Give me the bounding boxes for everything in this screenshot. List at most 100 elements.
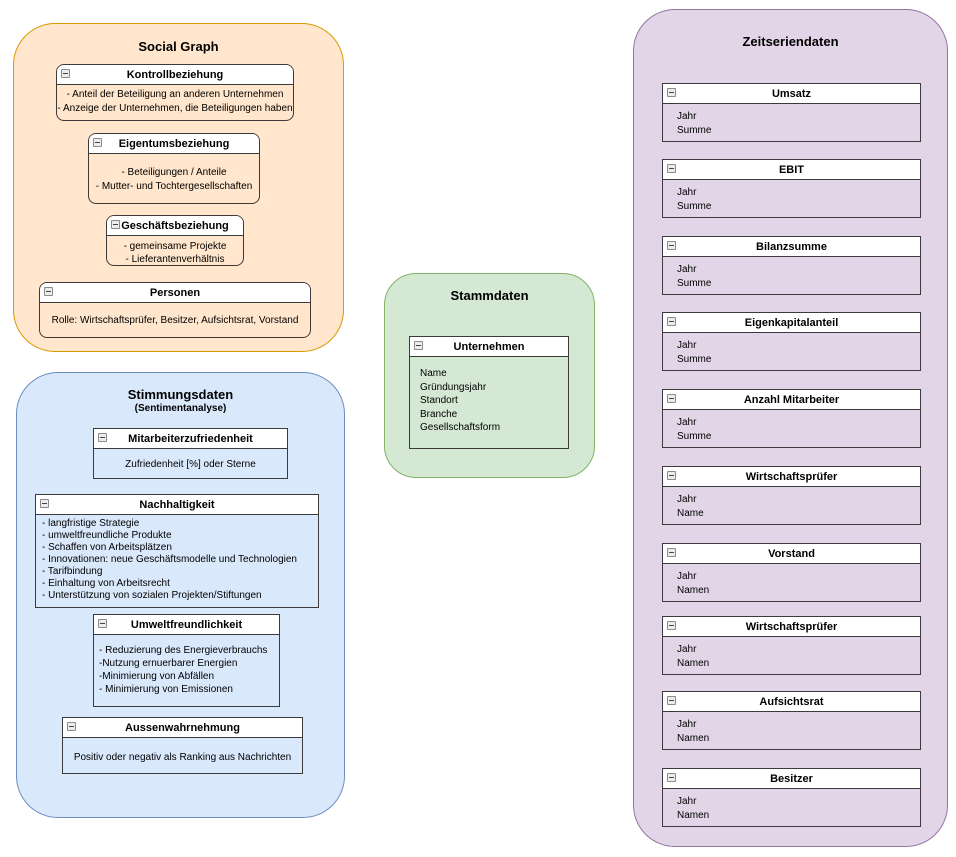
collapse-icon[interactable] [667,164,676,173]
node-body: Jahr Namen [677,571,710,596]
node-header: Mitarbeiterzufriedenheit [94,429,287,449]
node-header: Eigenkapitalanteil [663,313,920,333]
node-title: Bilanzsumme [756,240,827,253]
node-unternehmen[interactable]: Unternehmen Name Gründungsjahr Standort … [409,336,569,449]
node-header: Umweltfreundlichkeit [94,615,279,635]
node-body: Rolle: Wirtschaftsprüfer, Besitzer, Aufs… [51,315,299,326]
node-title: Kontrollbeziehung [126,68,224,81]
node-title: Eigentumsbeziehung [118,137,230,150]
node-kontrollbeziehung[interactable]: Kontrollbeziehung - Anteil der Beteiligu… [56,64,294,121]
node-title: Vorstand [768,547,815,560]
container-stammdaten[interactable]: Stammdaten Unternehmen Name Gründungsjah… [384,273,595,478]
node-body: Jahr Namen [677,719,710,744]
node-title: Nachhaltigkeit [139,498,215,511]
container-stimmungsdaten[interactable]: Stimmungsdaten (Sentimentanalyse) Mitarb… [16,372,345,818]
node-ebit[interactable]: EBIT Jahr Summe [662,159,921,218]
node-title: Wirtschaftsprüfer [745,470,838,483]
node-title: Aufsichtsrat [759,695,824,708]
node-header: Unternehmen [410,337,568,357]
collapse-icon[interactable] [93,138,102,147]
collapse-icon[interactable] [67,722,76,731]
collapse-icon[interactable] [667,317,676,326]
collapse-icon[interactable] [667,471,676,480]
collapse-icon[interactable] [667,394,676,403]
node-wirtschaftspruefer-1[interactable]: Wirtschaftsprüfer Jahr Name [662,466,921,525]
node-body: Jahr Summe [677,187,712,212]
node-title: Mitarbeiterzufriedenheit [128,432,253,445]
node-body: Jahr Summe [677,340,712,365]
node-header: Vorstand [663,544,920,564]
container-social-graph[interactable]: Social Graph Kontrollbeziehung - Anteil … [13,23,344,352]
collapse-icon[interactable] [111,220,120,229]
node-body: Zufriedenheit [%] oder Sterne [125,459,256,470]
collapse-icon[interactable] [667,88,676,97]
node-body: - Beteiligungen / Anteile - Mutter- und … [95,167,253,192]
container-title: Stimmungsdaten [127,387,234,402]
node-title: Wirtschaftsprüfer [745,620,838,633]
node-body: Jahr Namen [677,644,710,669]
node-header: Bilanzsumme [663,237,920,257]
node-header: EBIT [663,160,920,180]
node-umweltfreundlichkeit[interactable]: Umweltfreundlichkeit - Reduzierung des E… [93,614,280,707]
node-header: Aussenwahrnehmung [63,718,302,738]
node-header: Kontrollbeziehung [57,65,293,85]
node-body: - gemeinsame Projekte - Lieferantenverhä… [123,241,227,265]
node-body: - langfristige Strategie - umweltfreundl… [42,518,297,601]
node-title: Besitzer [770,772,813,785]
node-aufsichtsrat[interactable]: Aufsichtsrat Jahr Namen [662,691,921,750]
node-title: Aussenwahrnehmung [125,721,240,734]
collapse-icon[interactable] [667,621,676,630]
collapse-icon[interactable] [667,696,676,705]
node-title: EBIT [778,163,805,176]
node-body: Jahr Summe [677,111,712,136]
node-body: - Reduzierung des Energieverbrauchs -Nut… [99,645,268,695]
collapse-icon[interactable] [44,287,53,296]
container-title: Zeitseriendaten [742,34,839,49]
collapse-icon[interactable] [40,499,49,508]
node-bilanzsumme[interactable]: Bilanzsumme Jahr Summe [662,236,921,295]
collapse-icon[interactable] [414,341,423,350]
node-eigenkapitalanteil[interactable]: Eigenkapitalanteil Jahr Summe [662,312,921,371]
node-nachhaltigkeit[interactable]: Nachhaltigkeit - langfristige Strategie … [35,494,319,608]
node-body: Jahr Summe [677,264,712,289]
node-anzahl-mitarbeiter[interactable]: Anzahl Mitarbeiter Jahr Summe [662,389,921,448]
node-title: Anzahl Mitarbeiter [743,393,840,406]
collapse-icon[interactable] [61,69,70,78]
node-body: Name Gründungsjahr Standort Branche Gese… [420,368,501,433]
node-eigentumsbeziehung[interactable]: Eigentumsbeziehung - Beteiligungen / Ant… [88,133,260,204]
node-besitzer[interactable]: Besitzer Jahr Namen [662,768,921,827]
node-header: Wirtschaftsprüfer [663,617,920,637]
node-geschaeftsbeziehung[interactable]: Geschäftsbeziehung - gemeinsame Projekte… [106,215,244,266]
node-vorstand[interactable]: Vorstand Jahr Namen [662,543,921,602]
node-header: Nachhaltigkeit [36,495,318,515]
node-mitarbeiterzufriedenheit[interactable]: Mitarbeiterzufriedenheit Zufriedenheit [… [93,428,288,479]
node-header: Aufsichtsrat [663,692,920,712]
node-title: Geschäftsbeziehung [121,219,229,232]
node-title: Umsatz [771,87,812,100]
node-header: Umsatz [663,84,920,104]
container-title: Stammdaten [450,288,529,303]
container-subtitle: (Sentimentanalyse) [134,403,227,414]
node-header: Wirtschaftsprüfer [663,467,920,487]
node-body: Positiv oder negativ als Ranking aus Nac… [73,752,292,763]
container-zeitseriendaten[interactable]: Zeitseriendaten Umsatz Jahr Summe EBIT J… [633,9,948,847]
node-header: Besitzer [663,769,920,789]
node-body: Jahr Namen [677,796,710,821]
collapse-icon[interactable] [667,773,676,782]
container-title: Social Graph [138,39,219,54]
node-title: Personen [149,286,201,299]
collapse-icon[interactable] [98,433,107,442]
node-header: Personen [40,283,310,303]
collapse-icon[interactable] [667,241,676,250]
node-umsatz[interactable]: Umsatz Jahr Summe [662,83,921,142]
node-header: Eigentumsbeziehung [89,134,259,154]
node-title: Eigenkapitalanteil [744,316,839,329]
node-body: - Anteil der Beteiligung an anderen Unte… [57,89,293,114]
node-wirtschaftspruefer-2[interactable]: Wirtschaftsprüfer Jahr Namen [662,616,921,675]
collapse-icon[interactable] [667,548,676,557]
node-body: Jahr Summe [677,417,712,442]
collapse-icon[interactable] [98,619,107,628]
node-personen[interactable]: Personen Rolle: Wirtschaftsprüfer, Besit… [39,282,311,338]
node-aussenwahrnehmung[interactable]: Aussenwahrnehmung Positiv oder negativ a… [62,717,303,774]
